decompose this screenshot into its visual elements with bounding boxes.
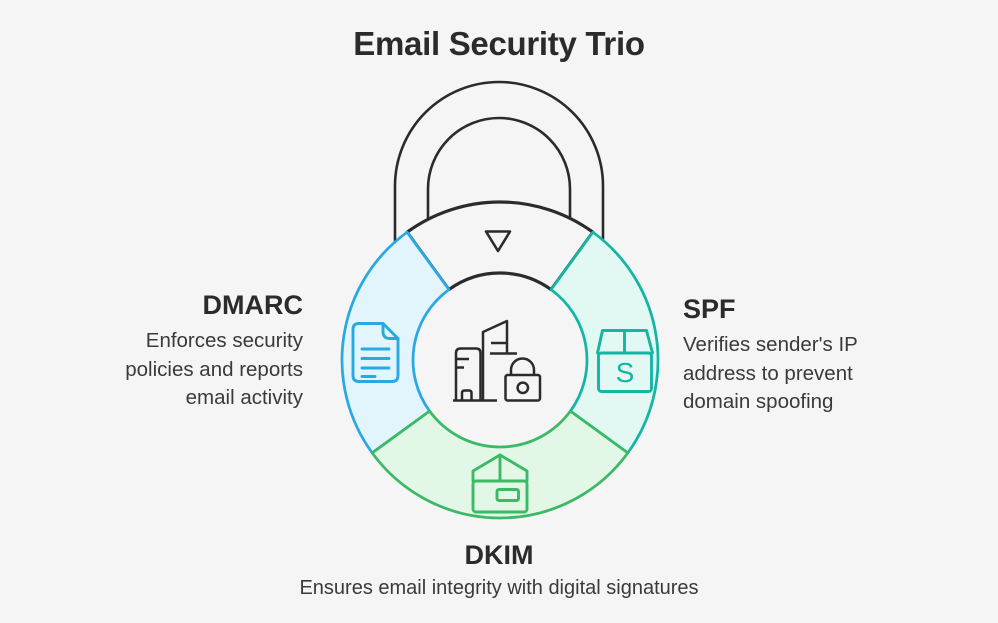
spf-box-letter: S bbox=[616, 357, 635, 388]
dmarc-label-block: DMARC Enforces security policies and rep… bbox=[23, 292, 303, 413]
package-box-icon bbox=[471, 453, 529, 514]
dkim-label-block: DKIM Ensures email integrity with digita… bbox=[0, 542, 998, 600]
segment-description-dmarc: Enforces security policies and reports e… bbox=[125, 329, 303, 409]
triangle-down-icon bbox=[484, 230, 512, 253]
segment-name-dkim: DKIM bbox=[464, 540, 534, 570]
document-icon bbox=[351, 322, 400, 383]
segment-name-spf: SPF bbox=[683, 294, 736, 324]
city-buildings-padlock-icon bbox=[453, 319, 542, 402]
segment-description-dkim: Ensures email integrity with digital sig… bbox=[299, 577, 699, 599]
segment-spf bbox=[549, 230, 660, 455]
page-title: Email Security Trio bbox=[353, 25, 645, 62]
segment-dmarc bbox=[340, 230, 451, 455]
padlock-shackle-icon bbox=[393, 80, 605, 250]
segment-name-dmarc: DMARC bbox=[202, 290, 304, 320]
spf-label-block: SPF Verifies sender's IP address to prev… bbox=[683, 296, 963, 417]
segment-description-spf: Verifies sender's IP address to prevent … bbox=[683, 333, 858, 413]
shipping-box-s-icon bbox=[596, 329, 654, 393]
